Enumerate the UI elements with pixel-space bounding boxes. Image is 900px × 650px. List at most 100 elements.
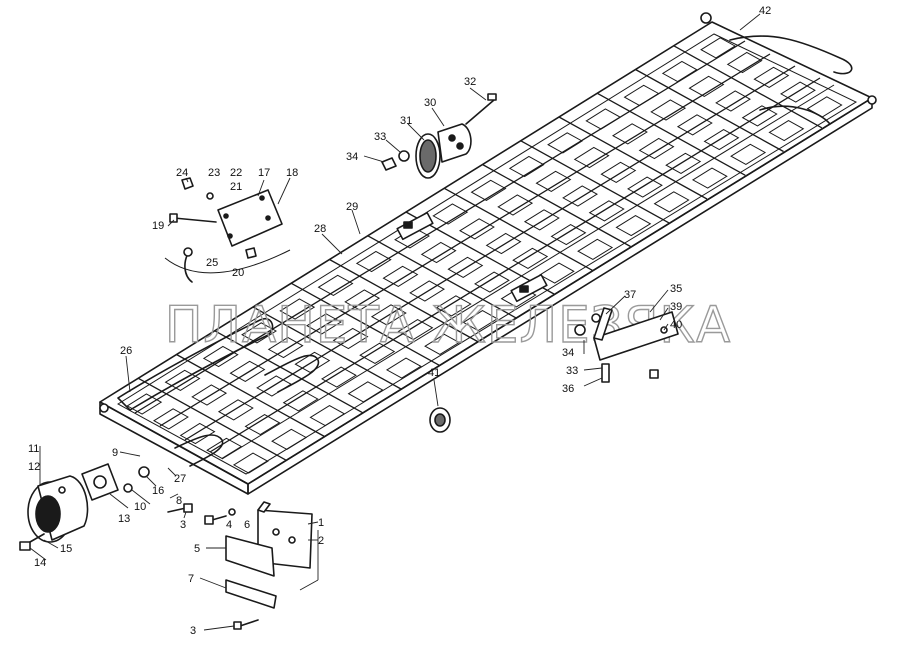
frame-pipe [759, 105, 831, 125]
label-17: 17 [258, 167, 270, 179]
label-21: 21 [230, 181, 242, 193]
hub-assembly [19, 463, 150, 551]
panel-cell [317, 274, 354, 296]
cover-plate [217, 189, 283, 247]
panel-cell [730, 143, 767, 165]
cross-member [176, 353, 325, 438]
panel-cell [306, 313, 342, 335]
frame-cross-members [137, 45, 823, 461]
side-bracket-assembly [574, 307, 679, 383]
strip-plate [225, 579, 277, 609]
panel-cell [538, 262, 575, 284]
label-33: 33 [374, 131, 386, 143]
panel-cell [244, 414, 281, 436]
panel-cell [271, 428, 308, 450]
panel-cell [229, 360, 266, 382]
panel-cell [768, 120, 805, 142]
panel-cell [691, 167, 728, 189]
cross-member [596, 92, 746, 176]
cross-member [137, 377, 287, 461]
panel-cell [535, 170, 572, 192]
panel-cell [523, 209, 560, 231]
label-15: 15 [60, 543, 72, 555]
label-20: 20 [232, 267, 244, 279]
pump-gear-assembly [381, 93, 497, 179]
frame-long-side [247, 97, 873, 495]
panel-cell [332, 327, 369, 350]
side-bracket [593, 311, 679, 361]
cross-member [673, 45, 823, 129]
label-1: 1 [318, 517, 324, 529]
panel-cell [344, 289, 381, 311]
label-26: 26 [120, 345, 132, 357]
label-18: 18 [286, 167, 298, 179]
panel-cell [688, 75, 725, 97]
label-3-lower: 3 [190, 625, 196, 637]
panel-cell [485, 232, 522, 255]
panel-cell [653, 191, 690, 213]
cross-member [252, 306, 402, 390]
label-32: 32 [464, 76, 476, 88]
cross-member [520, 140, 670, 224]
panel-cell [612, 123, 648, 145]
panel-cell [355, 250, 392, 273]
panel-cell [217, 399, 254, 421]
panel-cell [424, 333, 461, 355]
label-19: 19 [152, 220, 164, 232]
main-frame [99, 12, 877, 495]
cross-member [443, 187, 593, 271]
panel-cell [459, 218, 495, 240]
panel-cell [780, 81, 816, 103]
label-2: 2 [318, 535, 324, 547]
panel-cell [741, 105, 778, 127]
cross-member [482, 163, 631, 248]
mounting-brackets [167, 501, 313, 630]
panel-cell [615, 215, 652, 237]
frame-pipe [729, 35, 853, 75]
corner-eye [99, 403, 109, 413]
label-34: 34 [346, 151, 358, 163]
frame-pipe [117, 317, 274, 411]
label-35: 35 [670, 283, 682, 295]
cross-member [290, 282, 440, 366]
label-33-bracket: 33 [566, 365, 578, 377]
label-34-bracket: 34 [562, 347, 574, 359]
corner-eye [700, 12, 712, 24]
panel-cell [385, 357, 422, 379]
bushing [429, 407, 451, 433]
cross-member [214, 330, 364, 414]
panel-cell [321, 366, 357, 388]
label-41: 41 [428, 367, 440, 379]
panel-cell [627, 176, 663, 198]
panel-cell [432, 203, 469, 225]
panel-cell [232, 452, 269, 474]
panel-cell [577, 238, 614, 260]
panel-cell [397, 319, 434, 341]
panel-cell [462, 310, 499, 332]
label-39: 39 [670, 301, 682, 313]
label-4: 4 [226, 519, 232, 531]
label-40: 40 [670, 319, 682, 331]
panel-cell [600, 161, 637, 183]
panel-cell [309, 405, 346, 427]
panel-cell [267, 336, 304, 359]
part-labels: 42 32 30 31 33 34 24 23 22 21 17 18 19 2… [28, 5, 771, 637]
cross-member [367, 235, 517, 319]
frame-panel-cells [126, 37, 843, 474]
panel-cell [409, 280, 445, 302]
label-14: 14 [34, 557, 46, 569]
label-31: 31 [400, 115, 412, 127]
label-9: 9 [112, 447, 118, 459]
panel-cell [753, 66, 790, 88]
panel-cell [661, 60, 698, 83]
panel-cell [573, 146, 610, 169]
panel-cell [623, 84, 660, 106]
panel-cell [497, 194, 534, 216]
label-11: 11 [28, 443, 39, 455]
panel-cell [435, 295, 472, 317]
label-23: 23 [208, 167, 220, 179]
panel-cell [550, 224, 587, 246]
label-13: 13 [118, 513, 130, 525]
label-42: 42 [759, 5, 771, 17]
